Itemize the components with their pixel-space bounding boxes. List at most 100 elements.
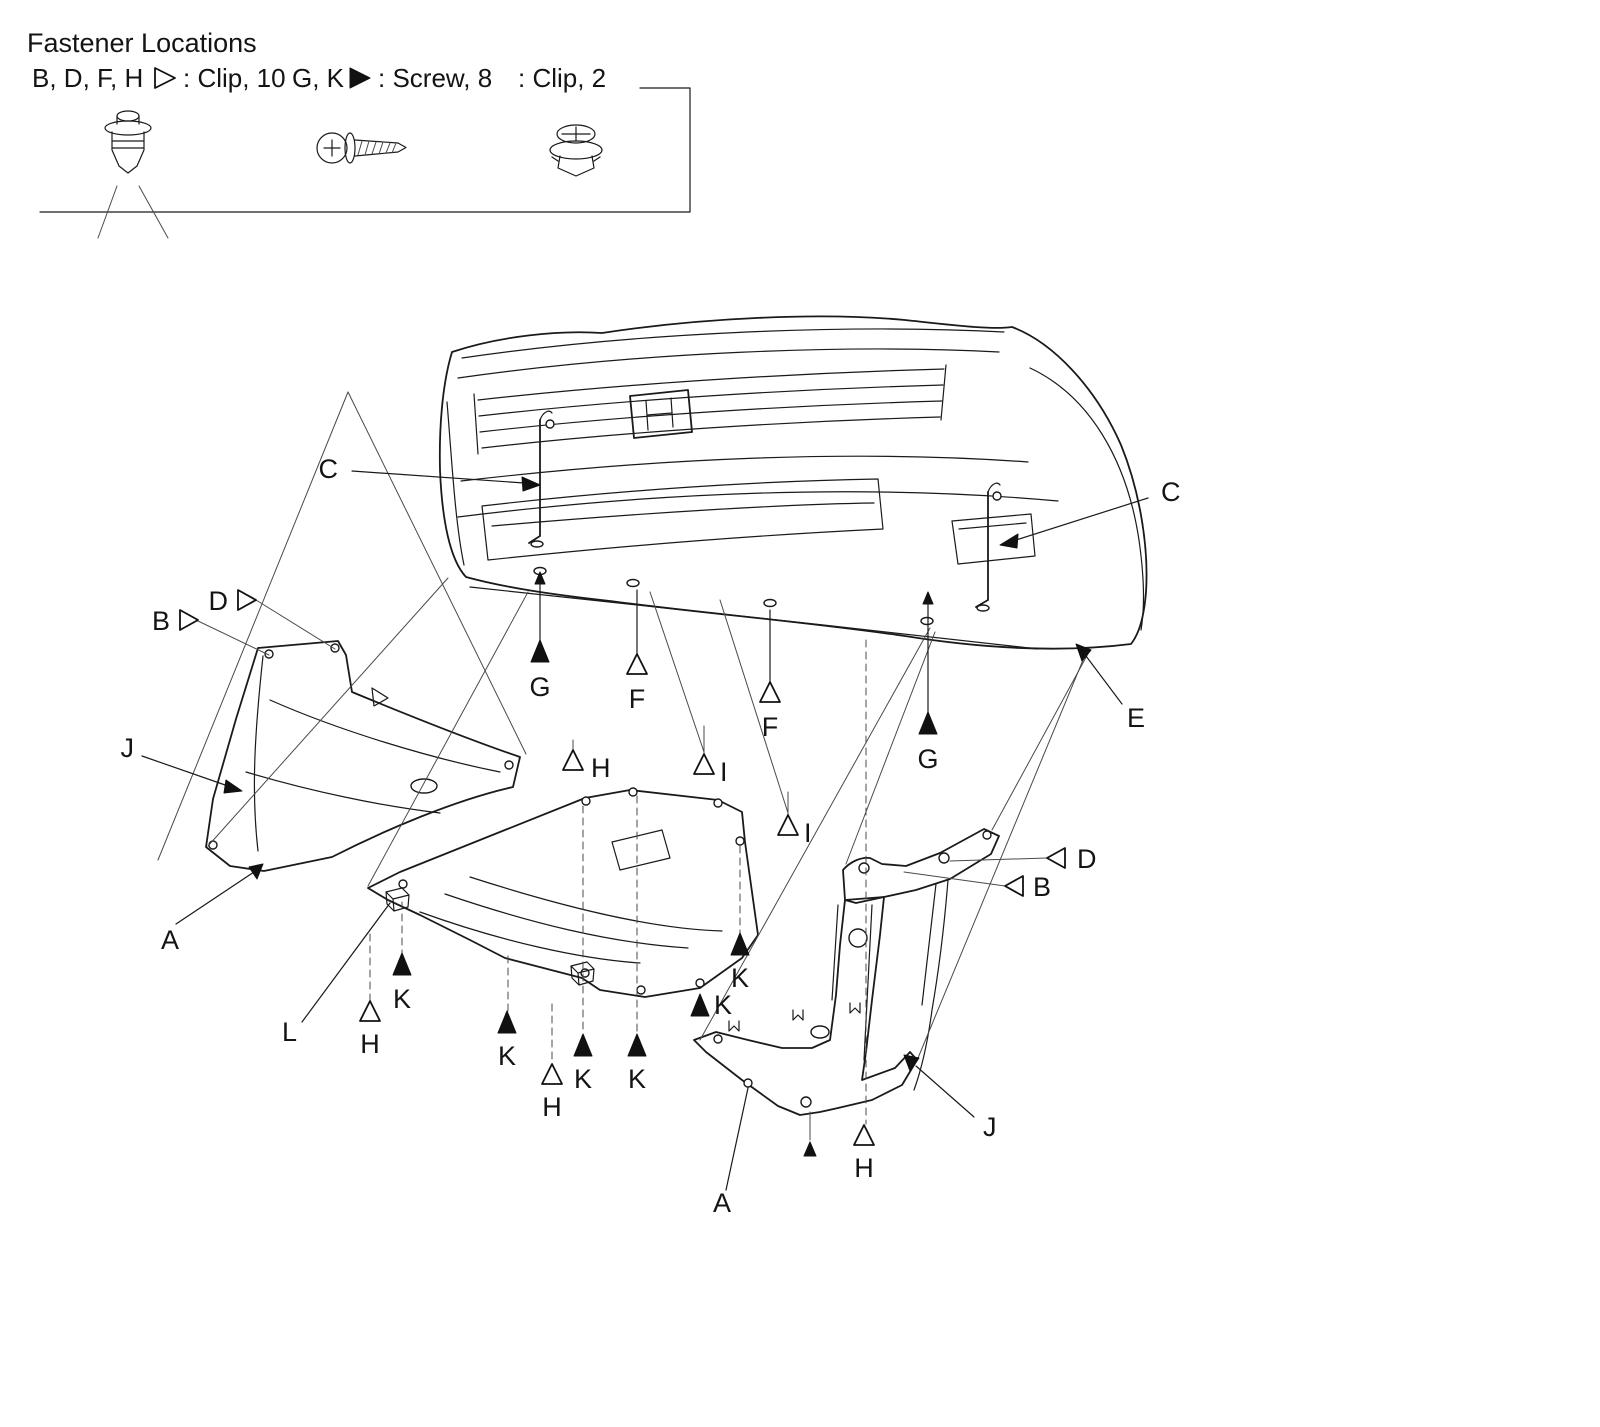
clip-tab — [728, 1020, 740, 1032]
access-panel — [611, 829, 671, 871]
fastener-hole — [398, 879, 408, 889]
arrowhead — [999, 533, 1019, 549]
clip-marker-H2 — [359, 1000, 381, 1022]
fastener-hole — [208, 840, 218, 850]
screw-marker-K6 — [627, 1033, 647, 1057]
screw-marker-K4 — [497, 1010, 517, 1034]
filled-right-triangle-icon — [349, 67, 371, 89]
clip-marker-I2 — [777, 814, 799, 836]
screw-marker-G1 — [530, 639, 550, 663]
left-undercover-drawing — [205, 640, 521, 872]
arrowhead — [903, 1054, 920, 1072]
callout-I2: I — [804, 818, 812, 848]
open-right-triangle-icon — [154, 67, 176, 89]
clip-c-left-drawing — [528, 410, 555, 548]
leader-B1 — [197, 620, 270, 656]
fastener-hole — [695, 978, 705, 988]
fastener-hole — [982, 830, 992, 840]
tab-detail — [371, 687, 389, 707]
projection-lines — [157, 391, 1091, 1141]
callout-C1: C — [319, 454, 339, 484]
legend-label-clip2: : Clip, 2 — [518, 63, 606, 93]
tapping-screw-icon — [316, 132, 407, 164]
callout-J2: J — [983, 1112, 997, 1142]
callout-G1: G — [529, 672, 550, 702]
callout-labels: C C B D J A E G F F G H I I D B K K K K … — [121, 454, 1181, 1218]
fastener-hole — [626, 578, 640, 588]
screw-marker-K2 — [690, 993, 710, 1017]
leader-B2 — [903, 871, 1006, 887]
clip-marker-B1 — [179, 609, 199, 631]
clip-marker-F1 — [626, 653, 648, 675]
screw-marker-K1 — [730, 932, 750, 956]
fastener-hole — [858, 862, 870, 874]
callout-K2: K — [714, 990, 732, 1020]
screw-marker-G2 — [918, 711, 938, 735]
callout-D1: D — [209, 586, 229, 616]
fastener-hole — [763, 598, 777, 608]
fastener-hole — [800, 1096, 812, 1108]
fastener-hole — [713, 1034, 723, 1044]
fastener-hole — [920, 616, 934, 626]
left-edge-line — [446, 401, 465, 566]
arrowhead — [922, 591, 934, 605]
fastener-hole — [938, 852, 950, 864]
emblem-h — [645, 397, 674, 431]
callout-D2: D — [1077, 844, 1097, 874]
rear-bracket-arm — [913, 879, 949, 1091]
engine-undercover-drawing — [367, 787, 759, 998]
fastener-hole — [504, 760, 514, 770]
arrowhead — [223, 779, 243, 794]
fastener-hole — [330, 643, 340, 653]
callout-F2: F — [762, 712, 779, 742]
fog-light — [951, 513, 1036, 565]
fastener-hole — [743, 1078, 753, 1088]
fastener-hole — [264, 649, 274, 659]
arrowhead — [1075, 643, 1092, 662]
leader-D2 — [949, 857, 1048, 862]
leader-C2 — [1015, 497, 1149, 541]
legend-label-screw8: : Screw, 8 — [378, 63, 492, 93]
fastener-hole — [735, 836, 745, 846]
callout-K4: K — [498, 1041, 516, 1071]
fastener-hole — [628, 787, 638, 797]
front-bumper-drawing — [438, 315, 1148, 650]
callout-I1: I — [720, 757, 728, 787]
grille-slat — [478, 384, 944, 417]
oval-hole — [810, 1025, 830, 1039]
legend-letters-screw8: G, K — [292, 63, 345, 93]
clip-marker-D1 — [237, 589, 257, 611]
bumper-crease-1 — [460, 455, 1029, 482]
legend-section: Fastener Locations B, D, F, H : Clip, 10… — [27, 28, 691, 239]
clip-c-right-drawing — [975, 482, 1002, 612]
clip-tab — [849, 1002, 861, 1014]
callout-C2: C — [1161, 477, 1181, 507]
callout-A2: A — [713, 1188, 731, 1218]
clip-marker-H1 — [562, 749, 584, 771]
clip-leader-lines — [97, 185, 169, 239]
emblem — [629, 389, 693, 439]
grille-slat — [481, 416, 941, 449]
leader-lines — [141, 470, 1149, 1191]
leader-C1 — [351, 470, 525, 484]
clip-marker-B2 — [1004, 875, 1024, 897]
fastener-hole — [713, 798, 723, 808]
callout-H2: H — [360, 1029, 380, 1059]
left-undercover-outline — [205, 640, 521, 872]
leader-L — [301, 902, 391, 1023]
clip-tab — [792, 1009, 804, 1021]
callout-H3: H — [542, 1092, 562, 1122]
bumper-lip — [469, 586, 1039, 650]
callout-B1: B — [152, 606, 170, 636]
clip-marker-H3 — [541, 1063, 563, 1085]
page-title: Fastener Locations — [27, 28, 257, 58]
screw-marker-K5 — [573, 1033, 593, 1057]
grommet-clip-icon — [549, 124, 603, 177]
mount-block — [570, 961, 595, 986]
clip-marker-I1 — [693, 753, 715, 775]
callout-B2: B — [1033, 872, 1051, 902]
callout-K6: K — [628, 1064, 646, 1094]
arrowhead — [521, 476, 541, 492]
leader-E — [1085, 655, 1123, 705]
